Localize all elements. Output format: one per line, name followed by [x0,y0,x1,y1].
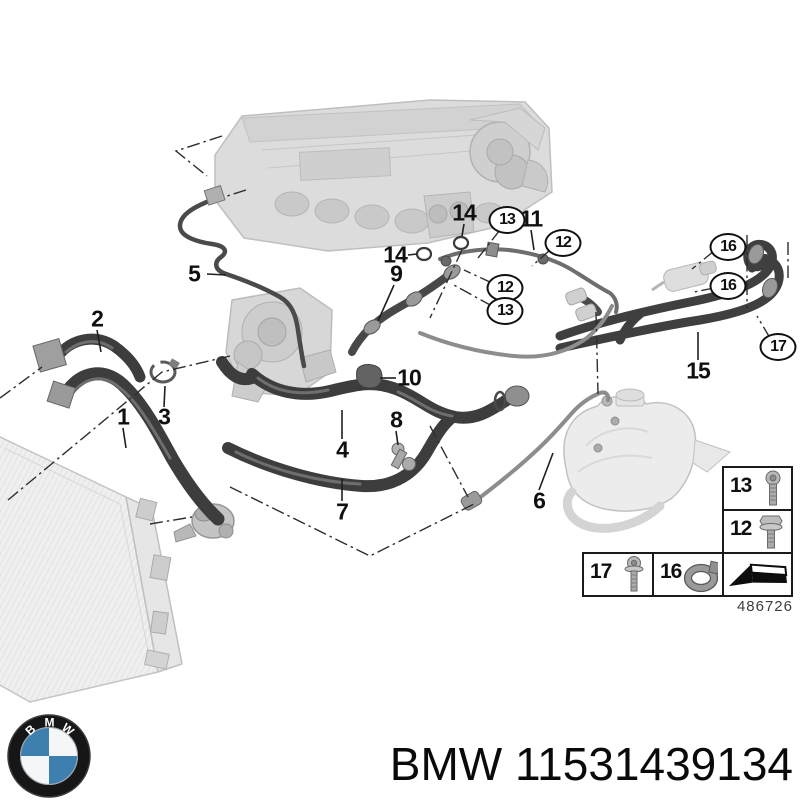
hose-4-port [504,385,530,407]
callout-10: 10 [397,364,422,391]
hose-2-fitting [32,338,67,373]
legend-cell-16: 16 [652,552,724,597]
clamp-3 [149,360,177,384]
pipe-11-bracket [485,241,500,258]
hose-1-fitting [46,380,77,409]
svg-text:M: M [45,716,55,730]
pipe-6 [472,390,611,504]
direction-arrow-icon [728,563,787,586]
pipe-5-clip [203,184,226,206]
clamp-3-screw [168,358,180,369]
hoses-dark [52,268,516,526]
hose-4-elbow [216,356,258,386]
callout-3: 3 [158,403,171,430]
part-number: 11531439134 [515,738,793,790]
brand-text: BMW [389,738,503,790]
legend-number: 17 [590,560,612,583]
pipe-heater [418,304,614,359]
callout-8: 8 [390,406,403,433]
callout-14: 14 [452,199,477,226]
callout-16: 16 [709,272,747,300]
diagram-number: 486726 [736,598,793,615]
o-ring-14 [415,246,433,262]
legend-number: 13 [730,474,752,497]
engine-cylinder-head [214,99,553,252]
hose-15-connector [575,303,598,322]
hose-4-clamp [493,390,507,412]
callout-9: 9 [390,260,403,287]
callout-13: 13 [486,297,524,325]
coolant-valve [651,260,717,292]
hose-15-connector [565,287,588,306]
callout-5: 5 [188,260,201,287]
legend-cell-arrow [722,552,793,597]
legend-cell-13: 13 [722,466,793,511]
callout-17: 17 [759,333,797,361]
callout-14: 14 [383,241,408,268]
callout-11: 11 [519,205,543,232]
hose-9-fitting [405,291,423,307]
legend-number: 12 [730,517,752,540]
legend-cell-17: 17 [582,552,654,597]
radiator [0,436,183,703]
expansion-tank [562,388,731,533]
leader-lines [96,223,699,501]
pipe-6-connector [460,490,483,511]
hose-9-fitting [363,319,381,335]
callout-16: 16 [709,233,747,261]
hose-15-fitting [748,243,764,265]
torx-bolt-icon [765,470,781,506]
pipe-11-sensor [440,255,452,267]
turbocharger-top [469,107,549,193]
callout-4: 4 [336,436,349,463]
hose-2 [52,333,146,383]
pipe-5 [177,196,307,369]
callout-2: 2 [91,305,104,332]
hose-15-fitting [762,277,778,299]
bolt-8 [390,442,416,471]
legend-cell-12: 12 [722,509,793,554]
bmw-logo: B M W [7,714,91,798]
grommet-10 [356,364,383,389]
callout-15: 15 [686,357,711,384]
callout-7: 7 [336,498,349,525]
screw-icon [624,556,644,592]
hose-clamp-icon [684,560,718,593]
legend-number: 16 [660,560,682,583]
part-number-line: BMW 11531439134 [390,737,793,791]
callout-12: 12 [544,229,582,257]
callout-6: 6 [533,487,546,514]
construction-lines [0,135,789,557]
callout-1: 1 [117,403,130,430]
hose-1 [57,367,225,526]
hex-flange-bolt-icon [759,515,783,549]
callout-13: 13 [488,206,526,234]
pipe-11-sensor [537,253,549,265]
o-ring-14 [452,235,470,251]
